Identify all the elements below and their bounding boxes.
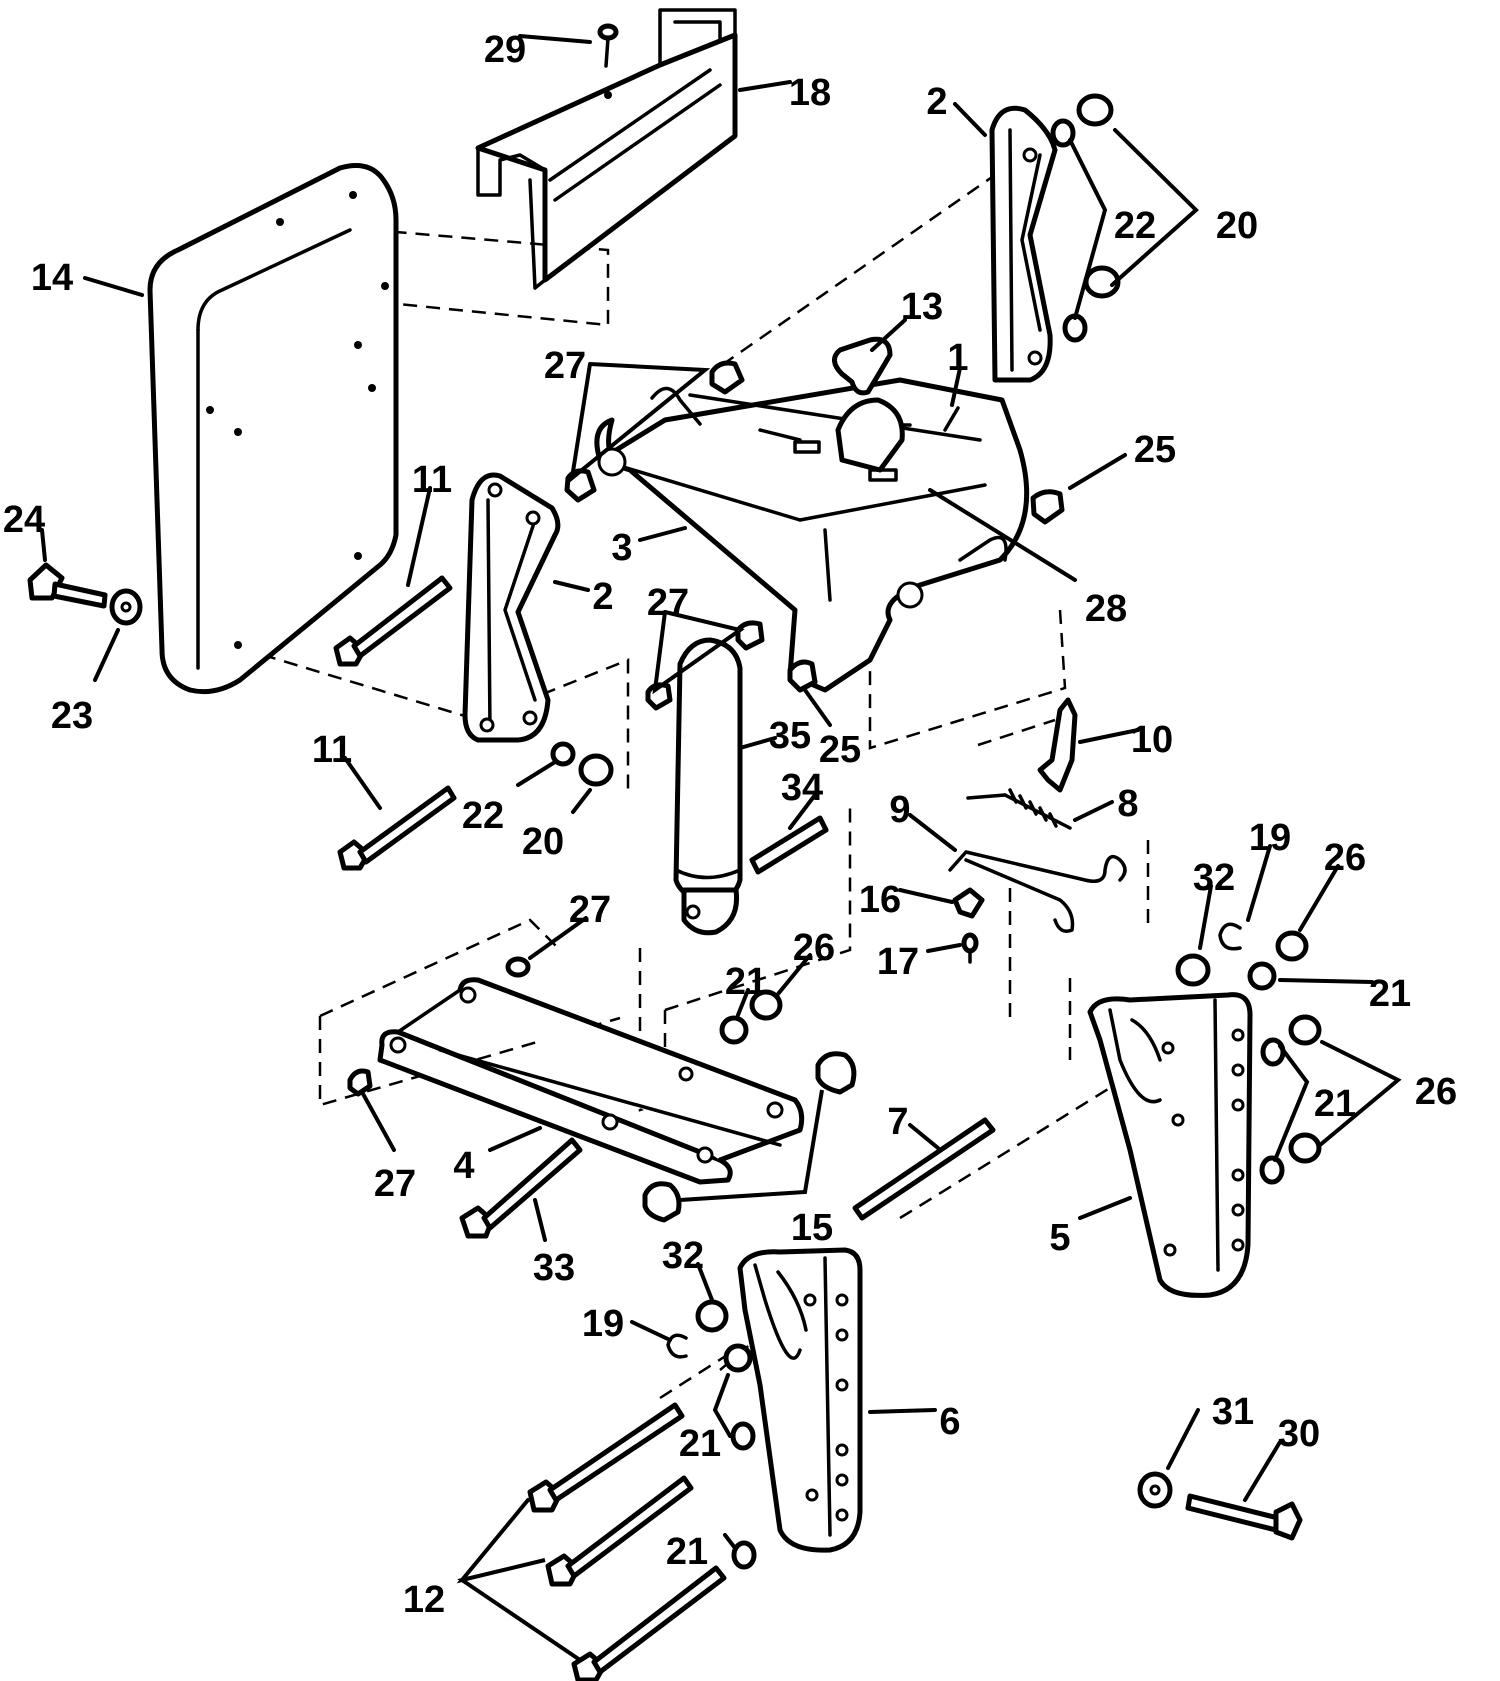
callout-27: 27 [647,582,689,624]
callout-27: 27 [569,889,611,931]
callout-16: 16 [859,879,901,921]
leader-lines [40,34,1402,1662]
part-14-transom-pad [147,163,399,695]
callout-3: 3 [611,527,632,569]
callout-13: 13 [901,286,943,328]
part-8-spring [966,788,1072,830]
callout-29: 29 [484,29,526,71]
callout-21: 21 [1314,1083,1356,1125]
part-11-long-bolt-lower [337,785,457,871]
part-2-side-plate-right [989,105,1058,383]
callout-20: 20 [522,821,564,863]
callout-14: 14 [31,257,73,299]
callout-33: 33 [533,1247,575,1289]
callout-22: 22 [1114,205,1156,247]
part-27-plug-channel [347,1068,373,1097]
callout-35: 35 [769,715,811,757]
callout-7: 7 [887,1101,908,1143]
callout-12: 12 [403,1579,445,1621]
callout-32: 32 [1193,857,1235,899]
part-9-rod [948,850,1127,933]
part-1-pin [943,406,960,432]
callout-23: 23 [51,695,93,737]
part-7-pin [852,1117,996,1221]
part-11-long-bolt-upper [333,575,453,667]
callout-19: 19 [1249,817,1291,859]
callout-1: 1 [947,337,968,379]
callout-8: 8 [1117,783,1138,825]
parts-lower-hardware-cluster [666,1299,757,1570]
part-29-screw [597,23,619,68]
callout-27: 27 [374,1163,416,1205]
part-31-washer [1137,1471,1173,1509]
part-30-bolt [1185,1493,1303,1541]
part-27-plug-lower [505,956,531,978]
part-4-channel [377,977,805,1185]
callout-21: 21 [725,961,767,1003]
callout-19: 19 [582,1303,624,1345]
part-13-tilt-knob [832,336,893,396]
part-12-bolts [527,1402,727,1681]
callout-32: 32 [662,1235,704,1277]
callout-17: 17 [877,941,919,983]
parts-22-20-lower-hardware [550,741,614,787]
callout-21: 21 [1369,973,1411,1015]
callout-10: 10 [1131,719,1173,761]
part-5-stern-bracket-right [1087,992,1253,1298]
callout-21: 21 [666,1531,708,1573]
part-2-side-plate-left [462,472,561,743]
callout-24: 24 [3,499,45,541]
callout-9: 9 [889,789,910,831]
callout-2: 2 [592,576,613,618]
callout-26: 26 [1324,837,1366,879]
part-24-bolt [27,562,108,609]
callout-34: 34 [781,767,823,809]
callout-11: 11 [312,729,352,771]
part-33-bolt [459,1137,583,1239]
callout-26: 26 [793,927,835,969]
callout-20: 20 [1216,205,1258,247]
part-3-swivel-bracket [594,377,1030,693]
part-23-washer [109,588,143,626]
callout-30: 30 [1278,1413,1320,1455]
part-35-tilt-cylinder [673,637,743,936]
callout-5: 5 [1049,1217,1070,1259]
callout-11: 11 [412,459,452,501]
callout-4: 4 [453,1145,474,1187]
callout-27: 27 [544,345,586,387]
parts-22-20-upper-hardware [1050,93,1121,343]
callout-28: 28 [1085,588,1127,630]
callout-15: 15 [791,1207,833,1249]
parts-right-hardware-cluster [1175,922,1322,1185]
callout-31: 31 [1212,1391,1254,1433]
callout-22: 22 [462,795,504,837]
callout-2: 2 [926,81,947,123]
part-10-latch [1037,697,1078,793]
callout-21: 21 [679,1423,721,1465]
callout-25: 25 [819,729,861,771]
callout-18: 18 [789,72,831,114]
callout-6: 6 [939,1401,960,1443]
part-18-bracket [475,8,738,290]
callout-25: 25 [1134,429,1176,471]
callout-26: 26 [1415,1071,1457,1113]
part-16-clip [952,887,985,919]
part-34-pin [749,815,829,875]
part-6-stern-bracket-left [737,1247,863,1553]
part-17-screw [961,932,979,964]
parts-21-26-mid-hardware [719,989,783,1045]
